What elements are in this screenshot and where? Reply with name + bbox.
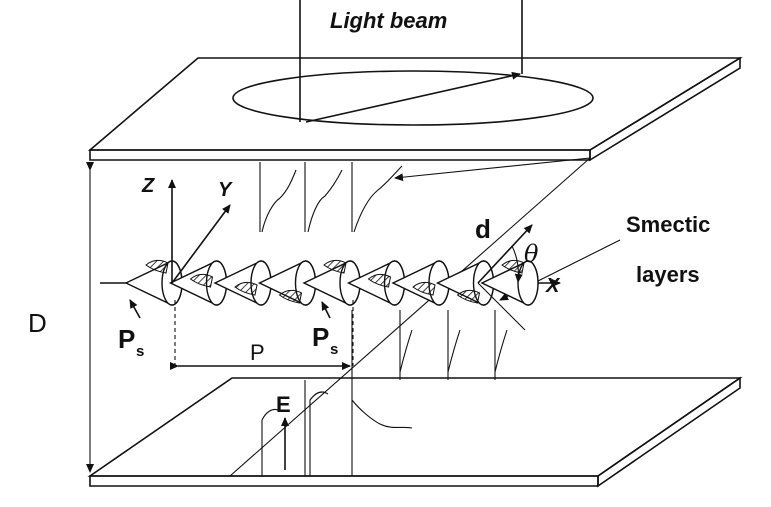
layer-edge-right	[229, 157, 591, 477]
polarization-arrow-right	[321, 301, 331, 319]
director-arrow	[477, 224, 533, 284]
polarization-sub-left: s	[136, 343, 144, 360]
helical-cones	[124, 259, 539, 306]
smectic-layers	[229, 157, 621, 477]
z-axis-label: Z	[141, 175, 155, 197]
theta-label: θ	[524, 240, 539, 268]
director-label: d	[475, 214, 491, 244]
light-beam-label: Light beam	[330, 8, 447, 33]
field-label: E	[276, 392, 291, 417]
polarization-arrow-left	[129, 299, 141, 319]
smectic-cone	[480, 259, 539, 306]
cone-generatrix	[477, 282, 526, 331]
light-beam-spot	[232, 0, 594, 126]
x-axis-label: X	[545, 275, 561, 297]
bottom-glass-plate	[87, 376, 743, 488]
pitch-label: P	[250, 340, 265, 365]
polarization-label-right: P	[312, 322, 329, 352]
polarization-arrow	[305, 71, 521, 123]
smectic-label-line2: layers	[636, 262, 700, 287]
top-glass-plate	[87, 56, 743, 162]
theta-arc	[511, 245, 523, 283]
smectic-label-line1: Smectic	[626, 212, 710, 237]
smectic-cone	[391, 260, 450, 306]
y-axis	[171, 204, 231, 284]
polarization-label-left: P	[118, 324, 135, 354]
y-axis-label: Y	[218, 179, 233, 201]
thickness-label: D	[28, 308, 47, 338]
polarization-sub-right: s	[330, 341, 338, 358]
smectic-pointer-top	[394, 157, 591, 182]
